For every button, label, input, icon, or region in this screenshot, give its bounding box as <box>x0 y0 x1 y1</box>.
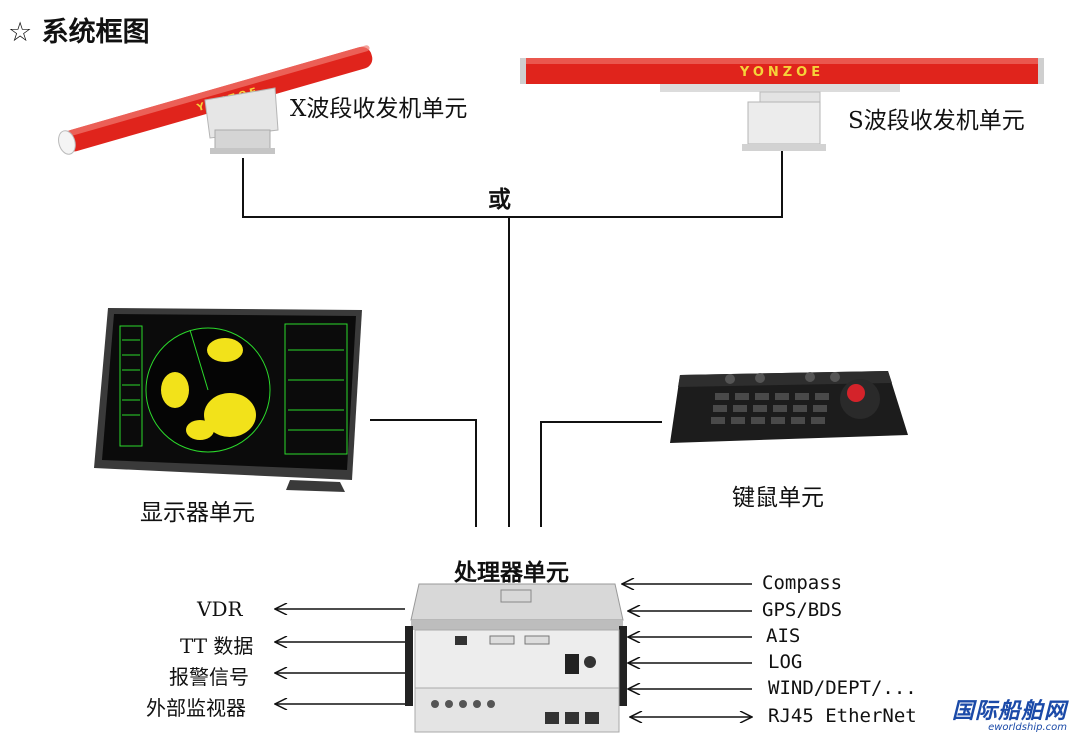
page-title: ☆ 系统框图 <box>8 17 150 48</box>
or-label: 或 <box>488 186 511 213</box>
input-rj45-ethernet: RJ45 EtherNet <box>768 705 917 727</box>
keyboard-unit-label: 键鼠单元 <box>732 485 824 511</box>
input-log: LOG <box>768 651 803 673</box>
watermark-sub: eworldship.com <box>988 722 1067 733</box>
s-band-transceiver-image: YONZOE <box>520 58 1044 151</box>
s-band-unit-label: S波段收发机单元 <box>848 108 1025 134</box>
input-ais: AIS <box>766 625 801 647</box>
output-external-monitor: 外部监视器 <box>146 696 246 720</box>
processor-unit-label: 处理器单元 <box>454 559 569 586</box>
x-band-unit-label: X波段收发机单元 <box>290 96 468 122</box>
s-band-brand-text: YONZOE <box>739 65 824 80</box>
input-gps-bds: GPS/BDS <box>762 599 843 621</box>
processor-unit-image <box>405 583 627 733</box>
display-unit-label: 显示器单元 <box>140 500 255 526</box>
x-band-transceiver-image: YONZOE <box>58 45 373 155</box>
display-unit-image <box>94 308 362 492</box>
watermark-logo: 国际船舶网 eworldship.com <box>952 701 1067 733</box>
output-alarm-signal: 报警信号 <box>169 665 249 689</box>
output-tt-data: TT 数据 <box>180 634 254 658</box>
watermark-main: 国际船舶网 <box>951 699 1067 724</box>
keyboard-unit-image <box>670 371 908 443</box>
input-wind-dept: WIND/DEPT/... <box>768 677 917 699</box>
input-compass: Compass <box>762 572 843 594</box>
output-vdr: VDR <box>197 597 243 621</box>
